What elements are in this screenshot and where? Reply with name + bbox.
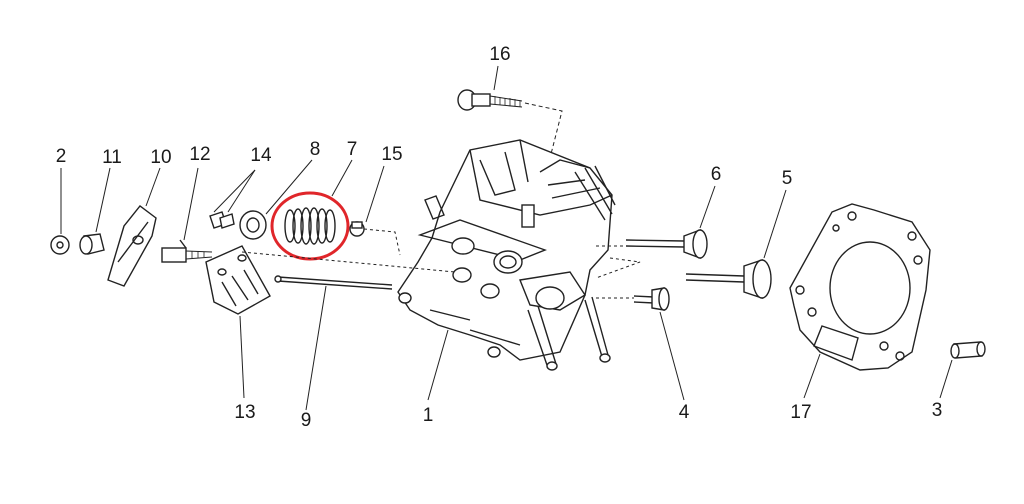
label-part-6: 6	[711, 164, 722, 185]
label-part-2: 2	[56, 146, 67, 167]
leader-4	[659, 311, 685, 401]
highlight-circle	[270, 191, 350, 261]
part-2-nut	[50, 235, 70, 255]
leader-11	[95, 167, 111, 233]
label-part-10: 10	[150, 147, 171, 168]
label-part-17: 17	[790, 402, 811, 423]
leader-6	[699, 185, 716, 229]
leader-14a	[213, 169, 256, 213]
label-part-11: 11	[102, 147, 122, 168]
part-1-cylinder-head	[397, 139, 616, 371]
part-12-stud	[161, 239, 213, 263]
part-16-bolt	[457, 89, 563, 206]
leader-12	[183, 167, 199, 241]
part-17-gasket	[789, 203, 931, 371]
part-8-retainer	[239, 210, 267, 240]
label-part-12: 12	[189, 144, 210, 165]
part-14-collets	[209, 211, 235, 229]
leader-9	[305, 285, 327, 411]
label-part-16: 16	[489, 44, 510, 65]
label-part-7: 7	[347, 139, 358, 160]
part-4-guide	[596, 287, 670, 311]
leader-7	[331, 159, 353, 197]
leader-10	[145, 167, 161, 207]
leader-16	[493, 65, 499, 91]
label-part-13: 13	[234, 402, 255, 423]
label-part-4: 4	[679, 402, 690, 423]
label-part-8: 8	[310, 139, 321, 160]
label-part-9: 9	[301, 410, 312, 431]
leader-8	[265, 159, 313, 215]
leader-17	[803, 353, 821, 399]
part-7-valve-spring	[284, 207, 336, 245]
leader-1	[427, 329, 449, 401]
leader-3	[939, 359, 953, 399]
part-3-dowel-pin	[950, 341, 986, 359]
label-part-14: 14	[250, 145, 272, 166]
label-part-3: 3	[932, 400, 943, 421]
part-5-valve	[685, 259, 772, 299]
label-part-5: 5	[782, 168, 793, 189]
part-15-stem-seal	[349, 221, 401, 256]
leader-13	[239, 315, 245, 399]
part-9-push-rod	[274, 275, 393, 290]
part-13-guide-plate	[205, 245, 456, 315]
label-part-15: 15	[381, 144, 402, 165]
part-10-rocker-arm	[107, 205, 157, 287]
part-11-pivot	[79, 233, 105, 255]
leader-14b	[227, 169, 256, 213]
leader-5	[763, 189, 787, 259]
label-part-1: 1	[423, 405, 434, 426]
part-6-valve	[595, 228, 708, 279]
leader-15	[365, 165, 385, 223]
